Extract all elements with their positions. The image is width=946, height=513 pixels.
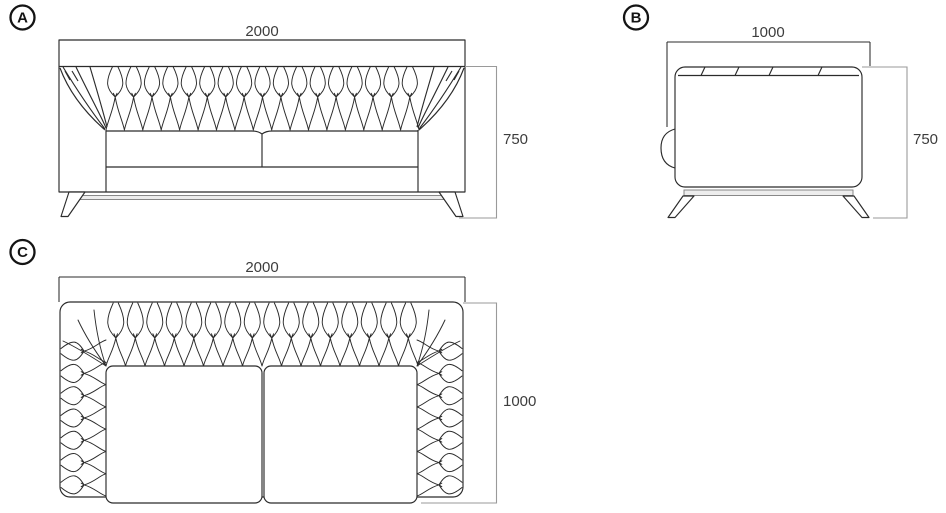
view-b-body-outline bbox=[674, 66, 863, 188]
view-a-seat-cushions bbox=[105, 130, 419, 192]
view-b-top-seams bbox=[678, 66, 859, 77]
view-a-height-dimension: 750 bbox=[503, 131, 528, 148]
view-b-side-elevation: B 1000 750 bbox=[622, 4, 938, 219]
view-b-badge-circle bbox=[622, 4, 650, 31]
view-c-plan-view: C 2000 1000 bbox=[9, 238, 536, 504]
view-a-label-badge: A bbox=[9, 4, 36, 31]
view-b-plinth-band bbox=[683, 189, 854, 196]
view-c-depth-dimension-line bbox=[421, 302, 498, 504]
view-c-width-dimension: 2000 bbox=[245, 259, 278, 276]
view-b-back-cushion-bulge bbox=[660, 128, 676, 169]
view-a-right-leg bbox=[438, 191, 464, 218]
view-a-label: A bbox=[17, 10, 28, 27]
view-c-right-cushion bbox=[263, 365, 418, 504]
view-a-left-arm bbox=[59, 66, 108, 131]
view-a-left-leg bbox=[60, 191, 86, 218]
view-c-left-corner-fan bbox=[62, 309, 107, 367]
view-a-sofa-envelope bbox=[58, 39, 466, 193]
view-a-width-dimension: 2000 bbox=[245, 23, 278, 40]
view-b-left-leg bbox=[667, 195, 695, 219]
view-b-height-dimension-line bbox=[862, 66, 908, 219]
view-c-label: C bbox=[17, 244, 28, 261]
view-c-right-arm-tufting bbox=[416, 339, 463, 497]
view-b-label: B bbox=[631, 10, 642, 27]
view-c-right-corner-fan bbox=[416, 309, 461, 367]
view-c-label-badge: C bbox=[9, 238, 36, 266]
view-a-back-tufting bbox=[105, 66, 420, 131]
view-a-right-arm bbox=[416, 66, 465, 131]
view-a-plinth-band bbox=[79, 195, 445, 200]
view-c-left-arm-tufting bbox=[60, 339, 107, 497]
view-b-width-dimension-line bbox=[666, 41, 871, 127]
view-c-back-tufting bbox=[105, 302, 419, 367]
view-b-height-dimension: 750 bbox=[913, 131, 938, 148]
view-b-width-dimension: 1000 bbox=[751, 24, 784, 41]
view-c-depth-dimension: 1000 bbox=[503, 393, 536, 410]
view-c-badge-circle bbox=[9, 238, 36, 266]
view-b-right-leg bbox=[842, 195, 870, 219]
view-c-width-dimension-line bbox=[58, 276, 466, 302]
view-a-front-elevation: A 2000 750 bbox=[9, 4, 528, 219]
view-c-left-cushion bbox=[105, 365, 263, 504]
view-b-label-badge: B bbox=[622, 4, 650, 31]
view-a-badge-circle bbox=[9, 4, 36, 31]
view-a-height-dimension-line bbox=[459, 65, 498, 219]
